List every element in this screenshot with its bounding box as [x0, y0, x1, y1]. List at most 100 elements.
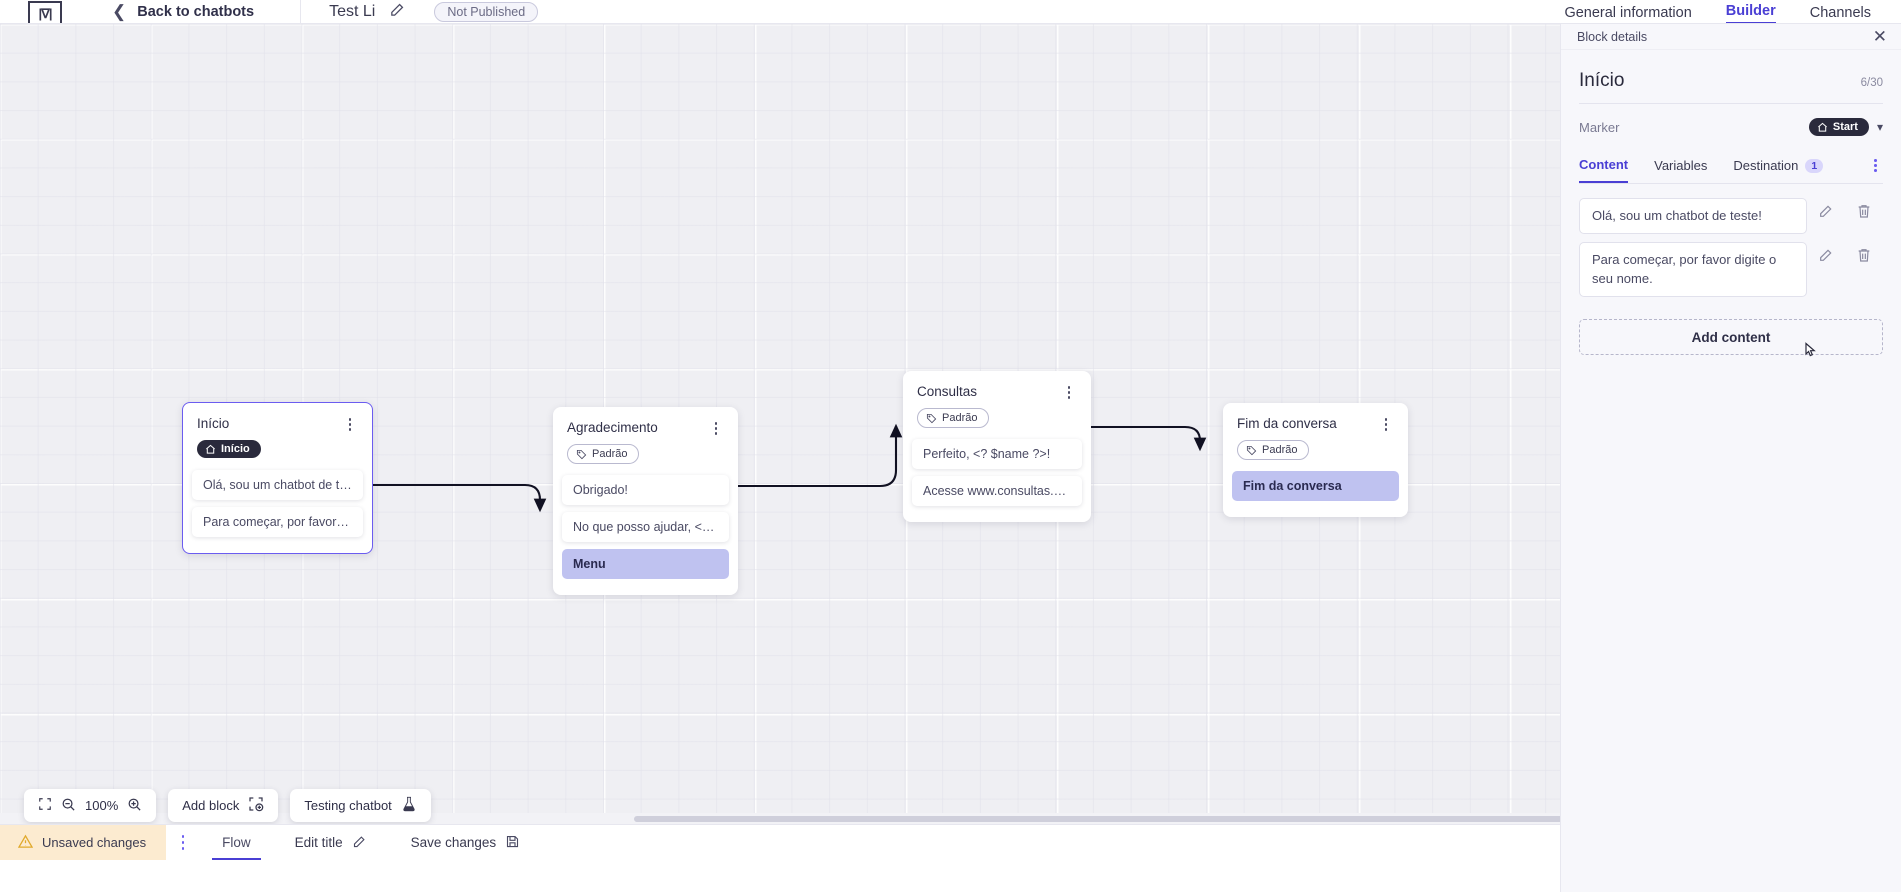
delete-content-button[interactable]: [1845, 203, 1883, 219]
block-tag-label: Padrão: [592, 448, 628, 460]
zoom-in-icon[interactable]: [127, 797, 142, 815]
block-tag-row: Padrão: [553, 435, 738, 475]
fit-screen-icon[interactable]: [38, 797, 52, 814]
panel-tab-destination[interactable]: Destination 1: [1733, 149, 1824, 182]
status-menu-icon[interactable]: [166, 825, 200, 860]
flow-canvas[interactable]: Início Início Olá, sou um chatbot de tes…: [0, 24, 1560, 860]
content-text[interactable]: Para começar, por favor digite o seu nom…: [1579, 242, 1807, 298]
flask-icon: [401, 796, 417, 815]
block-header: Fim da conversa: [1223, 403, 1408, 431]
panel-header: Block details ✕: [1561, 24, 1901, 50]
content-row-actions: [1807, 198, 1883, 219]
content-text[interactable]: Olá, sou um chatbot de teste!: [1579, 198, 1807, 235]
add-block-label: Add block: [182, 798, 240, 813]
flow-block-inicio[interactable]: Início Início Olá, sou um chatbot de tes…: [182, 402, 373, 554]
block-item[interactable]: Olá, sou um chatbot de teste!: [192, 469, 363, 500]
back-chevron-icon[interactable]: ❮: [112, 1, 127, 21]
add-block-button[interactable]: Add block: [168, 789, 279, 822]
block-tag-label: Início: [221, 443, 250, 455]
marker-value-label: Start: [1832, 121, 1858, 133]
app-logo[interactable]: |∇|: [28, 0, 62, 23]
header-divider: [300, 0, 302, 23]
block-menu-icon[interactable]: [1378, 416, 1394, 431]
edit-content-button[interactable]: [1807, 203, 1845, 219]
block-item[interactable]: Menu: [562, 548, 729, 579]
save-changes-label: Save changes: [410, 835, 497, 850]
block-tag-row: Padrão: [1223, 431, 1408, 471]
flow-block-fim-da-conversa[interactable]: Fim da conversa Padrão Fim da conversa: [1223, 403, 1408, 517]
canvas-hscrollbar-thumb[interactable]: [634, 815, 1560, 822]
block-tag-row: Início: [183, 431, 372, 470]
panel-header-label: Block details: [1577, 29, 1648, 44]
zoom-out-icon[interactable]: [61, 797, 76, 815]
destination-count-badge: 1: [1805, 158, 1824, 173]
block-details-panel: Block details ✕ Início 6/30 Marker Start…: [1560, 24, 1901, 892]
logo-glyph: |∇|: [38, 5, 53, 21]
testing-chatbot-button[interactable]: Testing chatbot: [290, 789, 431, 822]
delete-content-button[interactable]: [1845, 247, 1883, 263]
status-tab-flow-label: Flow: [222, 835, 251, 850]
block-tag-label: Padrão: [1262, 444, 1298, 456]
content-row-actions: [1807, 242, 1883, 263]
panel-tab-content[interactable]: Content: [1579, 148, 1629, 183]
block-item[interactable]: Obrigado!: [562, 474, 729, 505]
content-row: Para começar, por favor digite o seu nom…: [1579, 242, 1883, 298]
panel-char-count: 6/30: [1860, 77, 1883, 89]
tab-builder[interactable]: Builder: [1725, 0, 1776, 23]
tag-icon: [576, 449, 587, 459]
home-icon: [206, 444, 215, 454]
panel-more-menu-icon[interactable]: [1868, 158, 1883, 173]
block-header: Início: [183, 403, 372, 431]
chevron-down-icon[interactable]: ▾: [1876, 120, 1883, 134]
marker-label: Marker: [1579, 119, 1620, 135]
panel-title-row: Início 6/30: [1579, 50, 1883, 104]
edit-title-button[interactable]: Edit title: [273, 825, 389, 860]
publish-status-badge: Not Published: [434, 1, 539, 22]
content-row: Olá, sou um chatbot de teste!: [1579, 198, 1883, 235]
block-menu-icon[interactable]: [708, 420, 724, 435]
block-item[interactable]: Acesse www.consultas.com par...: [912, 475, 1082, 506]
save-changes-button[interactable]: Save changes: [389, 825, 543, 860]
mouse-cursor: [1800, 340, 1818, 367]
block-item[interactable]: Perfeito, <? $name ?>!: [912, 438, 1082, 469]
tag-icon: [1246, 445, 1257, 455]
panel-tab-bar: Content Variables Destination 1: [1579, 148, 1883, 184]
marker-row: Marker Start ▾: [1579, 104, 1883, 144]
pencil-icon: [352, 834, 367, 852]
flow-block-agradecimento[interactable]: Agradecimento Padrão Obrigado! No que po…: [553, 407, 738, 595]
flow-block-consultas[interactable]: Consultas Padrão Perfeito, <? $name ?>! …: [903, 371, 1091, 522]
block-title: Agradecimento: [567, 420, 658, 435]
canvas-toolbar: 100% Add block Testing chatbot: [24, 789, 431, 822]
canvas-hscrollbar[interactable]: [0, 813, 1560, 824]
block-title: Consultas: [917, 384, 978, 399]
home-icon: [1817, 122, 1827, 132]
close-icon[interactable]: ✕: [1872, 27, 1887, 46]
edge-inicio-agradecimento: [373, 483, 547, 513]
marker-value-pill: Start: [1808, 118, 1869, 136]
unsaved-changes-indicator: Unsaved changes: [0, 825, 167, 860]
save-icon: [505, 834, 520, 852]
add-content-button[interactable]: Add content: [1579, 319, 1883, 356]
pencil-icon: [1820, 249, 1832, 262]
block-tag-default: Padrão: [1237, 440, 1310, 460]
block-tag-start: Início: [197, 440, 261, 458]
back-to-chatbots-link[interactable]: Back to chatbots: [137, 3, 255, 20]
edit-content-button[interactable]: [1807, 247, 1845, 263]
block-header: Consultas: [903, 371, 1091, 399]
block-menu-icon[interactable]: [342, 416, 358, 431]
block-item[interactable]: Para começar, por favor digite o ...: [192, 506, 363, 537]
tab-channels[interactable]: Channels: [1809, 5, 1871, 21]
block-item[interactable]: No que posso ajudar, <? $name ...: [562, 511, 729, 542]
panel-tab-content-label: Content: [1579, 157, 1629, 172]
block-tag-default: Padrão: [567, 444, 640, 464]
block-item[interactable]: Fim da conversa: [1232, 470, 1399, 501]
marker-select[interactable]: Start ▾: [1808, 118, 1883, 136]
pencil-icon: [1820, 205, 1832, 217]
status-tab-flow[interactable]: Flow: [200, 825, 273, 860]
tab-general-information[interactable]: General information: [1564, 5, 1692, 21]
edit-title-pencil-icon[interactable]: [389, 1, 406, 23]
block-menu-icon[interactable]: [1061, 384, 1077, 399]
warning-icon: [17, 834, 34, 852]
panel-tab-variables[interactable]: Variables: [1654, 149, 1707, 182]
